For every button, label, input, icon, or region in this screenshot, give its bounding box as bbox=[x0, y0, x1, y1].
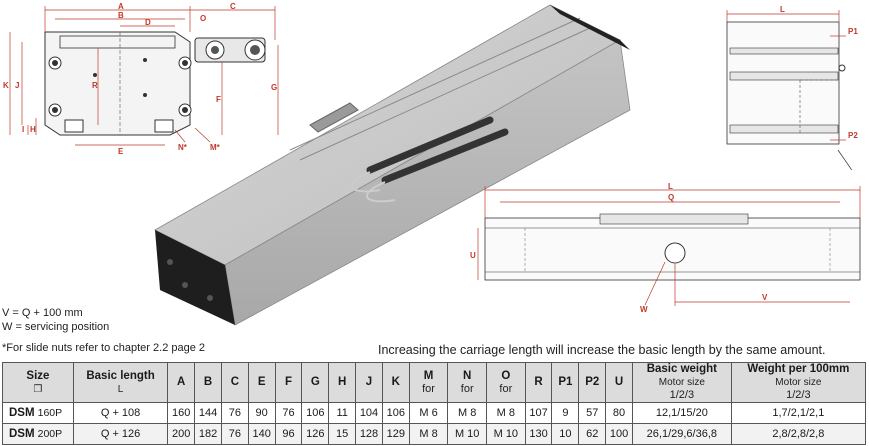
table-cell: 62 bbox=[578, 423, 607, 445]
dim-label-e: E bbox=[118, 147, 124, 156]
table-cell: 57 bbox=[578, 402, 607, 424]
dim-label-n: N* bbox=[178, 143, 188, 152]
formula-w-note: W = servicing position bbox=[2, 321, 110, 333]
dim-label-top-l: L bbox=[780, 5, 785, 14]
dim-label-side-l: L bbox=[668, 182, 673, 191]
header-f: F bbox=[274, 362, 303, 403]
dim-label-a: A bbox=[118, 2, 124, 11]
table-cell: M 6 bbox=[408, 402, 449, 424]
table-cell: 11 bbox=[328, 402, 357, 424]
table-cell: M 10 bbox=[447, 423, 488, 445]
isometric-actuator-view bbox=[140, 0, 660, 330]
table-cell: 144 bbox=[194, 402, 222, 424]
table-cell: 106 bbox=[301, 402, 330, 424]
table-cell: 100 bbox=[605, 423, 633, 445]
table-cell: 90 bbox=[247, 402, 276, 424]
table-cell: 140 bbox=[247, 423, 276, 445]
table-cell: 1,7/2,1/2,1 bbox=[730, 402, 867, 424]
table-cell: 96 bbox=[274, 423, 303, 445]
table-cell: Q + 108 bbox=[72, 402, 169, 424]
size-cell: DSM 160P bbox=[2, 402, 74, 424]
header-c: C bbox=[220, 362, 249, 403]
table-cell: 104 bbox=[355, 402, 383, 424]
carriage-length-notice: Increasing the carriage length will incr… bbox=[378, 343, 826, 357]
dim-label-d: D bbox=[145, 18, 151, 27]
dim-label-h: H bbox=[30, 125, 36, 134]
front-section-drawing: A B C D O K J R F G H I E N* M* bbox=[0, 0, 290, 160]
table-row: DSM 200P Q + 126 200 182 76 140 96 126 1… bbox=[2, 423, 867, 445]
dim-label-g: G bbox=[271, 83, 277, 92]
dim-label-f: F bbox=[216, 95, 221, 104]
header-p2: P2 bbox=[578, 362, 607, 403]
table-cell: M 8 bbox=[408, 423, 449, 445]
table-cell: 107 bbox=[524, 402, 553, 424]
formula-v-note: V = Q + 100 mm bbox=[2, 307, 83, 319]
table-cell: Q + 126 bbox=[72, 423, 169, 445]
table-cell: M 10 bbox=[486, 423, 526, 445]
dim-label-b: B bbox=[118, 11, 124, 20]
dim-label-q: Q bbox=[668, 193, 674, 202]
table-cell: 12,1/15/20 bbox=[631, 402, 732, 424]
header-e: E bbox=[247, 362, 276, 403]
dim-label-j: J bbox=[15, 81, 19, 90]
table-cell: 106 bbox=[381, 402, 410, 424]
table-cell: 182 bbox=[194, 423, 222, 445]
table-cell: 130 bbox=[524, 423, 553, 445]
table-cell: 76 bbox=[220, 402, 249, 424]
side-view-drawing: L Q U V W bbox=[470, 180, 869, 315]
dim-label-o: O bbox=[200, 14, 206, 23]
table-cell: 10 bbox=[551, 423, 580, 445]
dim-label-p2: P2 bbox=[848, 131, 858, 140]
header-h: H bbox=[328, 362, 357, 403]
dim-label-k: K bbox=[3, 81, 9, 90]
header-size: Size❐ bbox=[2, 362, 74, 403]
table-cell: M 8 bbox=[486, 402, 526, 424]
dim-label-u: U bbox=[470, 251, 476, 260]
table-cell: 128 bbox=[355, 423, 383, 445]
size-cell: DSM 200P bbox=[2, 423, 74, 445]
table-cell: 200 bbox=[167, 423, 196, 445]
table-row: DSM 160P Q + 108 160 144 76 90 76 106 11… bbox=[2, 402, 867, 424]
header-u: U bbox=[605, 362, 633, 403]
dim-label-m: M* bbox=[210, 143, 221, 152]
dim-label-r: R bbox=[92, 81, 98, 90]
table-cell: 160 bbox=[167, 402, 196, 424]
dim-label-p1: P1 bbox=[848, 27, 858, 36]
dim-label-i: I bbox=[22, 125, 24, 134]
table-cell: 129 bbox=[381, 423, 410, 445]
dim-label-v: V bbox=[762, 293, 768, 302]
dim-label-w: W bbox=[640, 305, 648, 314]
header-a: A bbox=[167, 362, 196, 403]
slide-nuts-note: *For slide nuts refer to chapter 2.2 pag… bbox=[2, 342, 206, 354]
table-cell: 26,1/29,6/36,8 bbox=[631, 423, 732, 445]
table-cell: M 8 bbox=[447, 402, 488, 424]
dim-label-c: C bbox=[230, 2, 236, 11]
table-cell: 2,8/2,8/2,8 bbox=[730, 423, 867, 445]
table-cell: 76 bbox=[220, 423, 249, 445]
table-cell: 126 bbox=[301, 423, 330, 445]
table-cell: 9 bbox=[551, 402, 580, 424]
header-p1: P1 bbox=[551, 362, 580, 403]
header-k: K bbox=[381, 362, 410, 403]
table-cell: 80 bbox=[605, 402, 633, 424]
header-b: B bbox=[194, 362, 222, 403]
header-r: R bbox=[524, 362, 553, 403]
table-cell: 76 bbox=[274, 402, 303, 424]
top-view-drawing: L P1 P2 bbox=[720, 0, 869, 170]
header-g: G bbox=[301, 362, 330, 403]
table-cell: 15 bbox=[328, 423, 357, 445]
header-j: J bbox=[355, 362, 383, 403]
